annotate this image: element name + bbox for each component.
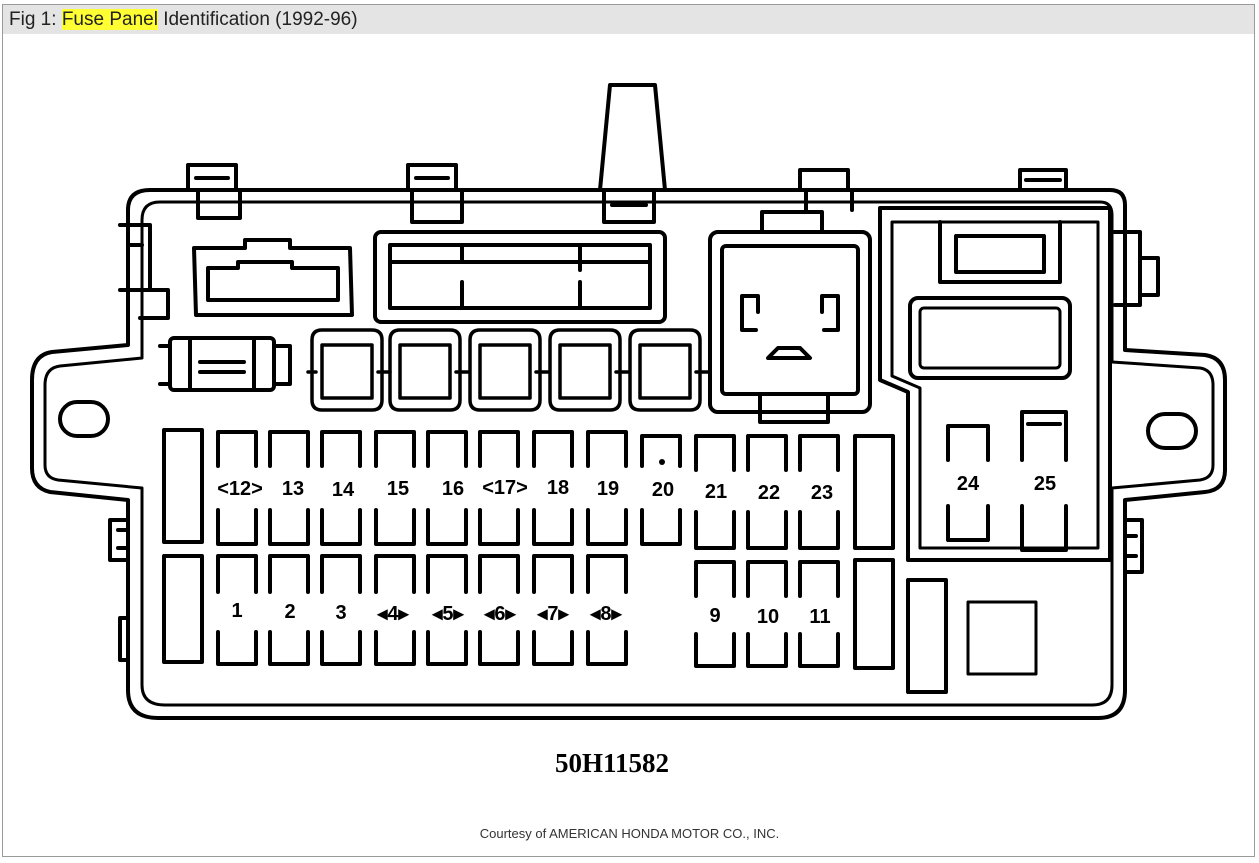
fuse-label-19: 19 [597, 478, 619, 500]
figure-caption: Fig 1: Fuse Panel Identification (1992-9… [3, 5, 1254, 34]
left-edge-nubs [108, 518, 130, 662]
fuse-label-21: 21 [705, 481, 727, 503]
panel-housing-outer [30, 188, 1227, 720]
top-tab [598, 83, 667, 192]
diagram-reference-code: 50H11582 [555, 748, 669, 778]
far-right-tall-slot [906, 578, 948, 694]
top-latches [186, 163, 1068, 224]
fuse-label-18: 18 [547, 477, 569, 499]
spare-fuse-detail [158, 336, 292, 392]
right-side-clip [1108, 230, 1160, 307]
panel-housing-inner [43, 200, 1215, 707]
fuse-terminals-upper [216, 410, 1068, 552]
main-relay-inner-outline [890, 220, 1100, 550]
relay-block-bottom-tab [758, 392, 830, 424]
right-edge-nubs [1123, 518, 1144, 574]
spare-fuse-holder [168, 336, 276, 392]
square-socket [966, 600, 1038, 676]
connector-center-inner [388, 243, 652, 310]
courtesy-credit: Courtesy of AMERICAN HONDA MOTOR CO., IN… [479, 826, 780, 841]
mount-hole-right [1146, 412, 1198, 450]
right-tall-slot-lower [853, 558, 895, 670]
fuse-label-7: ◂7▸ [536, 603, 569, 625]
relay-block-top-tab [760, 210, 824, 234]
fuse-label-14: 14 [332, 479, 355, 501]
fuse-label-13: 13 [282, 478, 304, 500]
fuse-label-4: ◂4▸ [376, 603, 409, 625]
main-fuse-slot [908, 296, 1072, 380]
fuse-labels: <12> 13 14 15 16 <17> 18 19 20 21 22 23 … [217, 473, 1056, 628]
fuse-label-1: 1 [231, 600, 242, 622]
fuse-label-17: <17> [482, 477, 528, 499]
main-relay-outline [878, 206, 1112, 562]
connector-center-outer [373, 230, 667, 324]
fuse-20-marker [659, 459, 665, 465]
left-tall-slot-upper [162, 428, 204, 544]
relay-block-inner [720, 244, 860, 396]
fuse-label-22: 22 [758, 482, 780, 504]
fuse-label-9: 9 [709, 605, 720, 627]
fuse-label-24: 24 [957, 473, 980, 495]
fuse-label-12: <12> [217, 478, 263, 500]
caption-suffix: Identification (1992-96) [157, 9, 358, 30]
mount-hole-left [58, 400, 110, 438]
fuse-label-25: 25 [1034, 473, 1056, 495]
fuse-label-3: 3 [335, 602, 346, 624]
relay-terminals [740, 294, 840, 360]
right-tall-slot-upper [853, 434, 895, 550]
fuse-label-23: 23 [811, 482, 833, 504]
fuse-label-6: ◂6▸ [483, 603, 516, 625]
connector-left [192, 238, 354, 317]
main-relay-cap [938, 220, 1062, 284]
fuse-label-20: 20 [652, 479, 674, 501]
left-tall-slot-lower [162, 554, 204, 664]
fuse-label-11: 11 [809, 606, 830, 628]
fuse-label-5: ◂5▸ [431, 603, 464, 625]
figure-frame: Fig 1: Fuse Panel Identification (1992-9… [2, 4, 1255, 857]
fuse-label-2: 2 [284, 601, 295, 623]
fuse-label-16: 16 [442, 478, 464, 500]
fuse-label-10: 10 [757, 606, 779, 628]
fuse-label-8: ◂8▸ [589, 603, 622, 625]
fuse-terminals-lower [216, 554, 840, 668]
caption-prefix: Fig 1: [9, 9, 62, 30]
main-fuse-slot-inner [918, 306, 1062, 370]
fuse-label-15: 15 [387, 478, 409, 500]
caption-highlight: Fuse Panel [61, 9, 158, 30]
left-side-clip [118, 223, 170, 320]
relay-block-outer [708, 230, 872, 414]
relay-sockets [306, 328, 710, 412]
